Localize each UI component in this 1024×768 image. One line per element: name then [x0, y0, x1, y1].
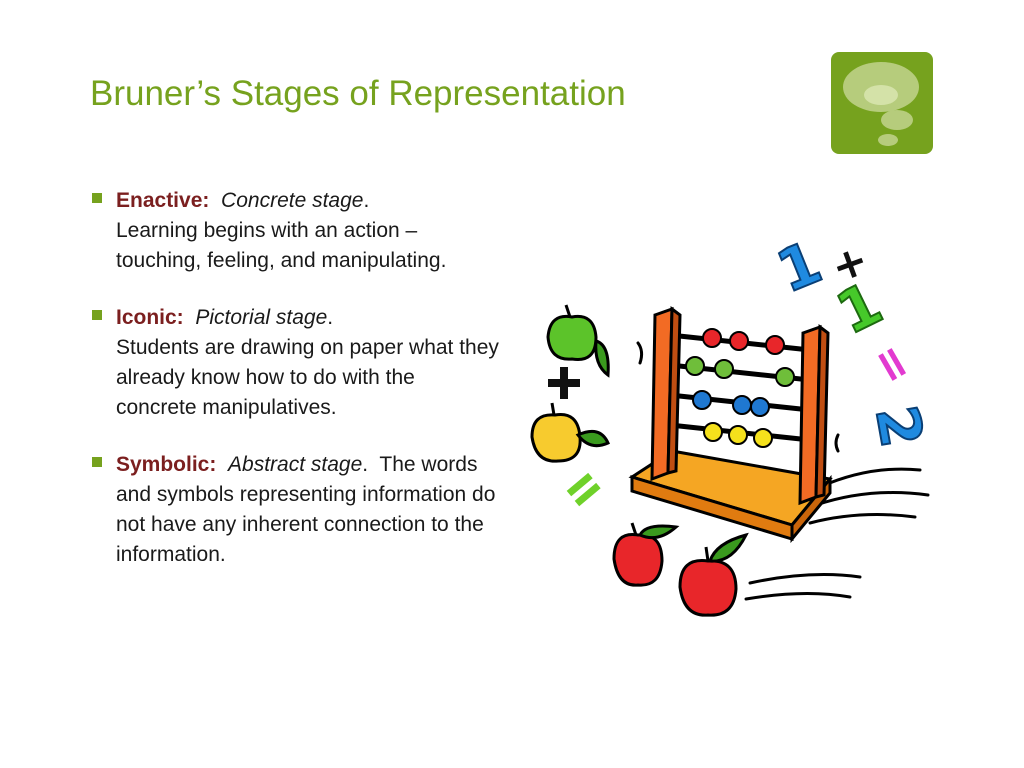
bullet-marker: [92, 193, 102, 203]
bullet-marker: [92, 457, 102, 467]
bullet-stage: Pictorial stage: [195, 306, 328, 329]
bullet-list: Enactive: Concrete stage. Learning begin…: [90, 186, 500, 597]
bullet-marker: [92, 310, 102, 320]
bullet-punct: .: [363, 189, 370, 212]
symbol-two: 2: [862, 401, 936, 453]
bullet-punct: .: [362, 453, 369, 476]
bullet-term: Iconic:: [116, 306, 184, 329]
bullet-term: Symbolic:: [116, 453, 217, 476]
bullet-symbolic: Symbolic: Abstract stage. The words and …: [90, 450, 500, 570]
abacus-apples-icon: 1 + 1 = 2: [530, 227, 937, 617]
bullet-description: The words and symbols representing infor…: [116, 453, 496, 566]
symbol-equals: =: [860, 334, 926, 394]
bullet-punct: .: [327, 306, 334, 329]
slide-title: Bruner’s Stages of Representation: [90, 74, 626, 113]
bullet-stage: Concrete stage: [221, 189, 364, 212]
bullet-iconic: Iconic: Pictorial stage. Students are dr…: [90, 303, 500, 423]
bullet-enactive: Enactive: Concrete stage. Learning begin…: [90, 186, 500, 276]
speech-bubbles-icon: [831, 52, 933, 154]
bullet-term: Enactive:: [116, 189, 210, 212]
symbol-one: 1: [768, 228, 831, 306]
bullet-description: Learning begins with an action – touchin…: [116, 219, 447, 272]
bullet-stage: Abstract stage: [228, 453, 363, 476]
symbol-one: 1: [826, 269, 892, 348]
bullet-description: Students are drawing on paper what they …: [116, 336, 499, 419]
